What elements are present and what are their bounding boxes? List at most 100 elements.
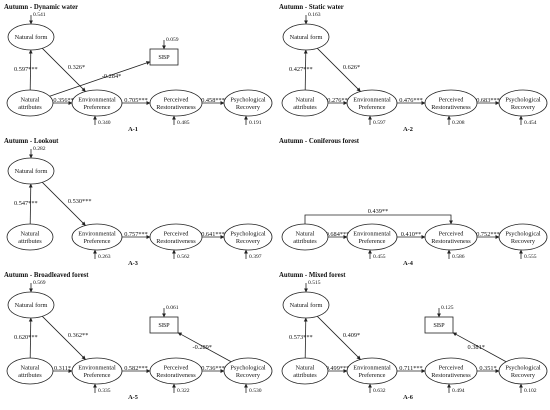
- path-arrow: [177, 332, 232, 363]
- path-arrow: [28, 183, 33, 225]
- path-coefficient: 0.683***: [476, 97, 500, 104]
- node-ellipse: [281, 89, 329, 117]
- node-label: attributes: [293, 104, 317, 111]
- error-variance: 0.282: [33, 146, 46, 152]
- node-label: Environmental: [353, 231, 391, 238]
- node-label: Preference: [359, 104, 386, 111]
- node-ellipse: [424, 357, 478, 385]
- error-variance: 0.541: [33, 12, 46, 18]
- node-label: Perceived: [439, 365, 465, 372]
- path-coefficient: 0.381*: [468, 344, 485, 351]
- path-arrow: [28, 317, 33, 359]
- error-variance: 0.455: [373, 254, 386, 260]
- path-coefficient: 0.311*: [54, 365, 71, 372]
- node-ellipse: [149, 89, 203, 117]
- path-coefficient: 0.530***: [68, 198, 92, 205]
- path-coefficient: -0.284*: [102, 73, 121, 80]
- error-variance: 0.515: [308, 280, 321, 286]
- node-label: Natural form: [15, 168, 48, 175]
- node-label: Recovery: [236, 372, 261, 379]
- panel-id: A-2: [403, 126, 413, 133]
- node-ellipse: [149, 223, 203, 251]
- error-variance: 0.061: [166, 305, 179, 311]
- node-label: Restorativeness: [156, 104, 196, 111]
- node-label: SBP: [158, 54, 170, 61]
- diagram-panel-1: Autumn - Dynamic waterA-10.597***0.326*-…: [4, 4, 273, 133]
- path-arrow: [317, 316, 361, 360]
- path-coefficient: 0.582***: [124, 365, 148, 372]
- node-label: Restorativeness: [431, 238, 471, 245]
- node-label: Preference: [359, 238, 386, 245]
- path-coefficient: 0.573***: [289, 334, 313, 341]
- panel-title: Autumn - Lookout: [4, 138, 59, 145]
- path-coefficient: 0.427***: [289, 66, 313, 73]
- node-nf: Natural form 0.282: [7, 146, 55, 185]
- node-ellipse: [346, 223, 398, 251]
- panel-id: A-1: [128, 126, 138, 133]
- diagram-panel-3: Autumn - LookoutA-30.547***0.530***0.757…: [4, 138, 273, 267]
- node-label: Preference: [84, 372, 111, 379]
- diagram-panel-6: Autumn - Mixed forestA-60.573***0.409*0.…: [279, 272, 548, 401]
- node-ellipse: [424, 89, 478, 117]
- node-label: Psychological: [505, 365, 541, 372]
- node-label: Restorativeness: [156, 372, 196, 379]
- path-arrow: [42, 316, 86, 360]
- node-label: SBP: [433, 322, 445, 329]
- node-label: Recovery: [511, 104, 536, 111]
- node-label: Restorativeness: [431, 104, 471, 111]
- path-coefficient: 0.684***: [326, 231, 350, 238]
- node-ellipse: [71, 223, 123, 251]
- path-coefficient: 0.626*: [343, 64, 360, 71]
- error-variance: 0.555: [524, 254, 537, 260]
- node-label: Natural form: [15, 34, 48, 41]
- node-ellipse: [346, 357, 398, 385]
- error-variance: 0.586: [452, 254, 465, 260]
- node-ellipse: [498, 223, 548, 251]
- path-arrow: [303, 317, 308, 359]
- path-coefficient: 0.351*: [479, 365, 496, 372]
- node-label: attributes: [18, 238, 42, 245]
- error-variance: 0.494: [452, 388, 465, 394]
- node-label: Psychological: [230, 365, 266, 372]
- node-ellipse: [346, 89, 398, 117]
- error-variance: 0.597: [373, 120, 386, 126]
- panel-id: A-3: [128, 260, 138, 267]
- node-ellipse: [223, 89, 273, 117]
- node-label: Environmental: [78, 231, 116, 238]
- node-label: attributes: [293, 238, 317, 245]
- diagram-panel-5: Autumn - Broadleaved forestA-50.620***0.…: [4, 272, 273, 401]
- node-label: Natural: [296, 231, 315, 238]
- node-label: Preference: [84, 238, 111, 245]
- panel-title: Autumn - Static water: [279, 4, 344, 11]
- error-variance: 0.102: [524, 388, 537, 394]
- path-arrow: [42, 182, 86, 226]
- path-coefficient: -0.289*: [193, 344, 212, 351]
- path-coefficient: 0.641***: [201, 231, 225, 238]
- node-label: Environmental: [78, 365, 116, 372]
- panel-title: Autumn - Coniferous forest: [279, 138, 360, 145]
- node-label: Environmental: [78, 97, 116, 104]
- node-label: Psychological: [230, 97, 266, 104]
- node-label: Perceived: [439, 97, 465, 104]
- error-variance: 0.485: [177, 120, 190, 126]
- error-variance: 0.191: [249, 120, 262, 126]
- node-label: Natural: [21, 97, 40, 104]
- error-variance: 0.454: [524, 120, 537, 126]
- node-ellipse: [71, 89, 123, 117]
- path-coefficient: 0.476***: [399, 97, 423, 104]
